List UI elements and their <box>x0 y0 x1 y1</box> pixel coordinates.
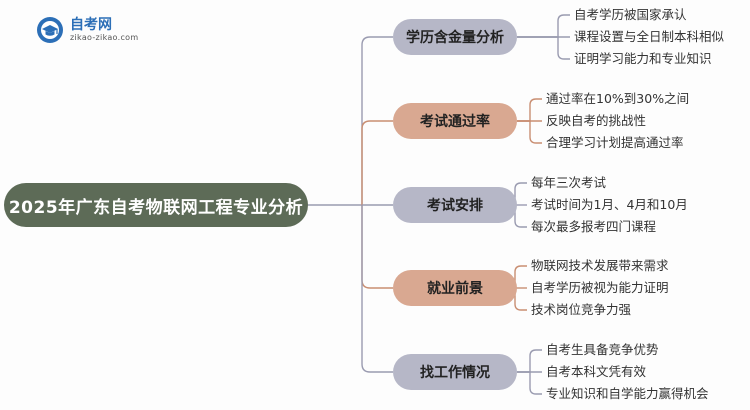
logo-url: zikao-zikao.com <box>70 33 139 42</box>
leaf-node: 物联网技术发展带来需求 <box>531 258 669 273</box>
leaf-connector <box>517 36 570 60</box>
leaf-node: 自考学历被国家承认 <box>574 7 687 22</box>
branch-node-exam-schedule: 考试安排 <box>393 187 517 223</box>
branch-connector <box>361 205 393 289</box>
leaf-connector <box>514 204 527 228</box>
leaf-connector <box>517 14 570 38</box>
leaf-node: 课程设置与全日制本科相似 <box>574 29 725 44</box>
leaf-node: 反映自考的挑战性 <box>546 113 647 128</box>
leaf-connector <box>517 371 542 395</box>
branch-connector <box>361 36 393 205</box>
leaf-node: 自考本科文凭有效 <box>546 364 647 379</box>
leaf-connector <box>517 349 542 373</box>
leaf-node: 证明学习能力和专业知识 <box>574 51 712 66</box>
logo-title: 自考网 <box>70 17 112 33</box>
leaf-node: 每次最多报考四门课程 <box>531 219 657 234</box>
leaf-connector <box>517 120 542 144</box>
branch-node-education-value: 学历含金量分析 <box>393 19 517 55</box>
branch-node-career-prospects: 就业前景 <box>393 270 517 306</box>
leaf-node: 通过率在10%到30%之间 <box>546 91 690 106</box>
leaf-connector <box>517 98 542 122</box>
leaf-node: 每年三次考试 <box>531 175 607 190</box>
leaf-node: 专业知识和自学能力赢得机会 <box>546 386 709 401</box>
leaf-connector <box>514 287 527 311</box>
site-logo[interactable]: 自考网 zikao-zikao.com <box>36 16 138 44</box>
graduation-cap-icon <box>37 17 63 43</box>
branch-node-pass-rate: 考试通过率 <box>393 103 517 139</box>
leaf-node: 自考生具备竞争优势 <box>546 342 659 357</box>
root-node: 2025年广东自考物联网工程专业分析 <box>4 183 308 227</box>
branch-node-job-search: 找工作情况 <box>393 354 517 390</box>
leaf-node: 技术岗位竞争力强 <box>531 302 632 317</box>
branch-connector <box>361 205 393 373</box>
leaf-node: 自考学历被视为能力证明 <box>531 280 669 295</box>
leaf-node: 合理学习计划提高通过率 <box>546 135 684 150</box>
branch-connector <box>361 120 393 205</box>
leaf-connector <box>514 182 527 206</box>
leaf-connector <box>514 265 527 289</box>
leaf-node: 考试时间为1月、4月和10月 <box>531 197 688 212</box>
